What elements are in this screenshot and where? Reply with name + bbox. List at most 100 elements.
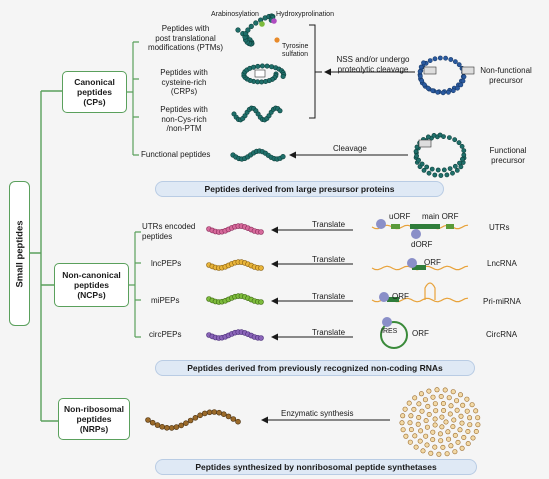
bead	[258, 229, 264, 235]
bead	[437, 55, 443, 61]
amino-acid	[454, 398, 460, 404]
bead	[164, 424, 170, 431]
bead	[447, 166, 453, 171]
amino-acid	[454, 407, 460, 413]
circ-peptide-chain	[206, 329, 264, 341]
amino-acid	[473, 428, 479, 434]
hydroxyprolination-label: Hydroxyprolination	[276, 11, 334, 18]
crp-peptides-label: Peptides with cysteine-rich (CRPs)	[160, 68, 208, 96]
bead	[426, 170, 432, 176]
noncanonical-peptides-box: Non-canonical peptides (NCPs)	[54, 263, 129, 307]
bead	[145, 417, 151, 423]
bead	[280, 154, 286, 160]
bead	[435, 167, 441, 173]
cp-right-bracket	[309, 24, 322, 119]
bead	[419, 78, 425, 84]
banner-nonribosomal: Peptides synthesized by nonribosomal pep…	[155, 459, 477, 475]
dorf-label: dORF	[411, 240, 433, 249]
cleavage-label: Cleavage	[333, 144, 367, 153]
bead	[269, 64, 275, 70]
bead	[456, 62, 462, 68]
amino-acid	[441, 407, 447, 413]
amino-acid	[448, 403, 454, 409]
amino-acid	[403, 433, 409, 439]
bead	[192, 414, 199, 421]
bead	[264, 63, 270, 69]
amino-acid	[426, 411, 432, 417]
crp-peptide-chain	[241, 63, 287, 85]
bead	[253, 20, 259, 26]
bead	[452, 137, 458, 143]
precursor-tag-1	[423, 66, 437, 75]
mi-peptide-chain	[206, 293, 264, 305]
bead	[459, 156, 465, 162]
bead	[235, 27, 241, 33]
bead	[414, 153, 419, 159]
functional-peptide-chain	[230, 148, 286, 162]
bead	[456, 140, 462, 146]
main-orf-label: main ORF	[422, 212, 459, 221]
bead	[187, 417, 194, 424]
amino-acid	[447, 411, 453, 417]
bead	[421, 60, 426, 66]
amino-acid	[465, 441, 471, 447]
amino-acid	[440, 400, 446, 406]
disulfide-mark	[254, 69, 266, 78]
bead	[461, 148, 467, 153]
functional-precursor-label: Functional precursor	[489, 146, 527, 165]
amino-acid	[461, 434, 467, 440]
bead	[255, 63, 261, 69]
amino-acid	[473, 408, 479, 414]
uorf-label: uORF	[389, 212, 411, 221]
bead	[445, 89, 451, 95]
nonribosomal-peptides-box: Non-ribosomal peptides (NRPs)	[58, 398, 130, 440]
bead	[432, 56, 438, 62]
bead	[450, 170, 455, 176]
bead	[417, 73, 423, 79]
nonribosomal-peptides-label: Non-ribosomal peptides (NRPs)	[64, 404, 124, 434]
amino-acid	[418, 428, 424, 434]
bead	[419, 161, 425, 167]
utrs-label: UTRs	[489, 223, 510, 232]
ribosome-mi	[379, 292, 389, 302]
bead	[431, 132, 437, 138]
amino-acid	[460, 402, 466, 408]
circrna-ring	[380, 321, 408, 349]
lncrna-orf-label: ORF	[424, 258, 441, 267]
amino-acid	[408, 427, 414, 433]
noncys-peptide-chain	[231, 105, 283, 123]
nrp-peptide-chain	[145, 409, 241, 431]
tyrosine-sulfation-label: Tyrosine sulfation	[282, 43, 309, 58]
bead	[454, 167, 460, 173]
amino-acid	[412, 395, 418, 401]
functional-tag	[418, 139, 432, 148]
bead	[452, 59, 458, 65]
translate-label-2: Translate	[312, 255, 346, 264]
amino-acid	[438, 393, 444, 399]
precursor-tag-2	[461, 66, 475, 75]
bead	[245, 27, 251, 33]
ptm-peptides-label: Peptides with post translational modific…	[147, 24, 224, 52]
bead	[435, 89, 441, 95]
bead	[448, 57, 454, 62]
bead	[178, 422, 184, 429]
bead	[248, 23, 254, 30]
amino-acid	[475, 422, 481, 428]
amino-acid	[470, 435, 476, 441]
bead	[225, 413, 232, 420]
amino-acid	[450, 424, 456, 430]
amino-acid	[432, 444, 438, 450]
hairpin	[424, 282, 436, 300]
amino-acid	[430, 394, 436, 400]
amino-acid	[464, 408, 470, 414]
amino-acid	[407, 420, 413, 426]
amino-acid	[430, 429, 436, 435]
ires-label: IRES	[381, 328, 398, 335]
bead	[459, 143, 465, 149]
amino-acid	[457, 392, 463, 398]
mi-orf-block	[387, 297, 399, 302]
bead	[424, 164, 430, 170]
ribosome-utr-small	[376, 219, 386, 229]
amino-acid	[433, 408, 439, 414]
bead	[259, 63, 265, 69]
